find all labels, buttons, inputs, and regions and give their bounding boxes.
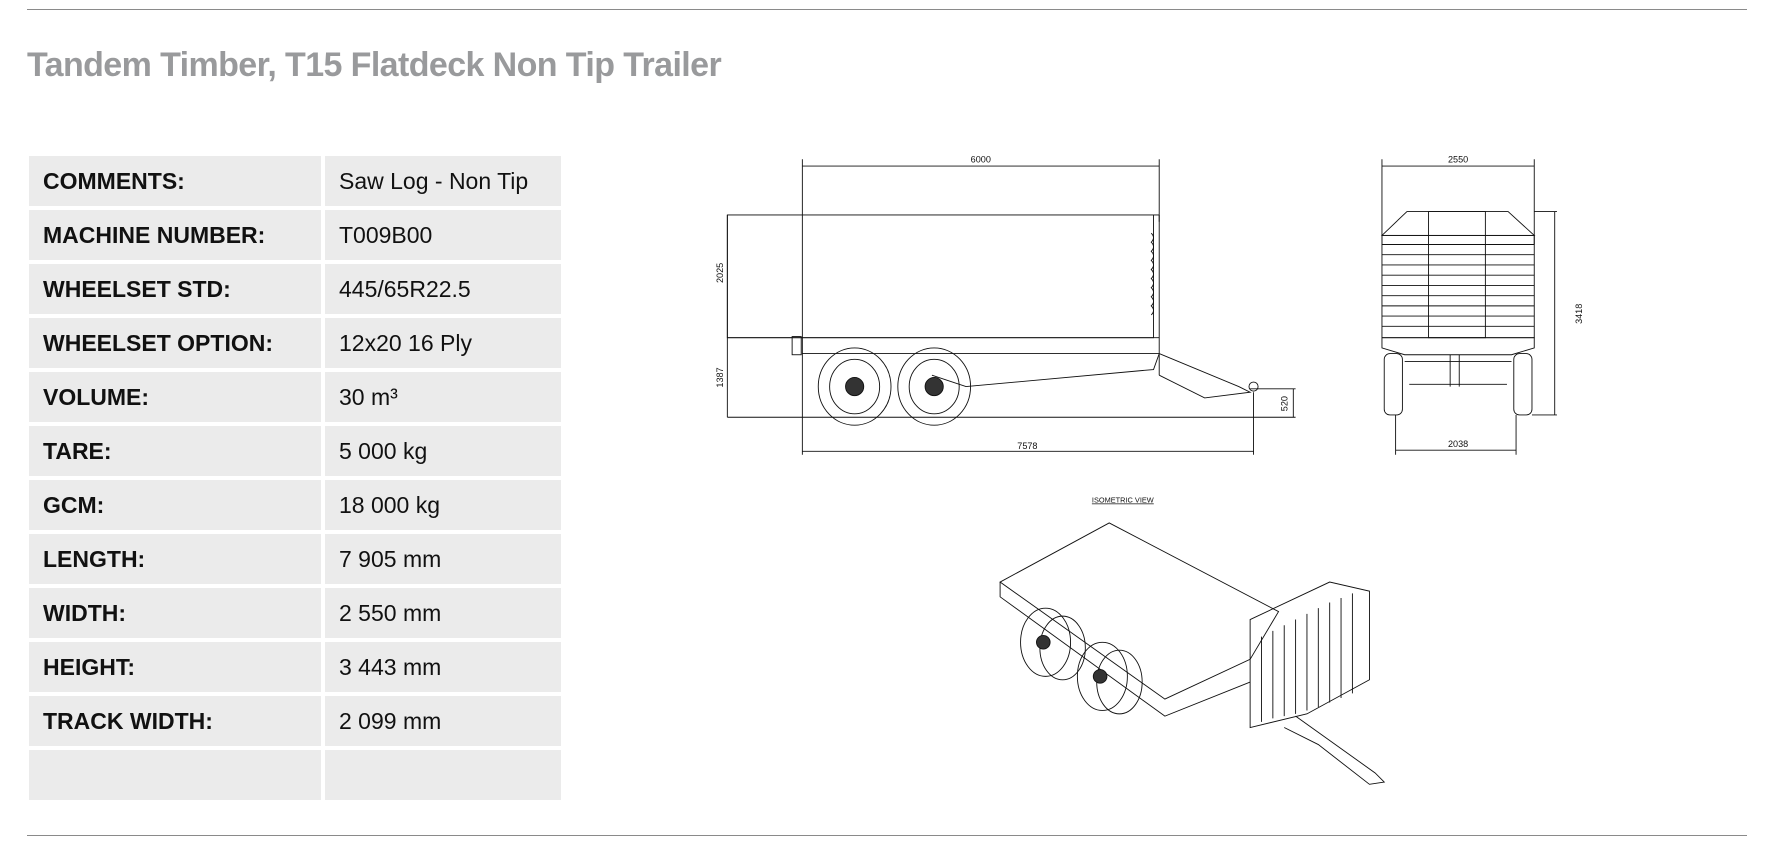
spec-row: VOLUME:30 m³ xyxy=(29,372,561,422)
bottom-divider xyxy=(27,835,1747,836)
spec-value: 5 000 kg xyxy=(325,426,561,476)
dim-rack-height: 2025 xyxy=(715,263,725,283)
isometric-view-drawing: ISOMETRIC VIEW xyxy=(999,495,1386,785)
dim-height: 3418 xyxy=(1574,304,1584,324)
spec-label: HEIGHT: xyxy=(29,642,321,692)
spec-value: T009B00 xyxy=(325,210,561,260)
spec-value: Saw Log - Non Tip xyxy=(325,156,561,206)
spec-row xyxy=(29,750,561,800)
spec-row: LENGTH:7 905 mm xyxy=(29,534,561,584)
spec-label: GCM: xyxy=(29,480,321,530)
dim-overall-length: 7578 xyxy=(1017,441,1037,451)
dim-hitch-height: 520 xyxy=(1280,396,1290,411)
spec-row: GCM:18 000 kg xyxy=(29,480,561,530)
spec-label: WHEELSET STD: xyxy=(29,264,321,314)
spec-label xyxy=(29,750,321,800)
dim-track: 2038 xyxy=(1448,439,1468,449)
spec-value: 2 099 mm xyxy=(325,696,561,746)
spec-row: TRACK WIDTH:2 099 mm xyxy=(29,696,561,746)
spec-value: 18 000 kg xyxy=(325,480,561,530)
spec-label: WHEELSET OPTION: xyxy=(29,318,321,368)
top-divider xyxy=(27,9,1747,10)
spec-row: WHEELSET STD:445/65R22.5 xyxy=(29,264,561,314)
side-wheel-front xyxy=(897,347,972,426)
spec-row: MACHINE NUMBER:T009B00 xyxy=(29,210,561,260)
page-title: Tandem Timber, T15 Flatdeck Non Tip Trai… xyxy=(27,46,722,84)
spec-label: MACHINE NUMBER: xyxy=(29,210,321,260)
side-wheel-rear xyxy=(817,347,892,426)
spec-value: 30 m³ xyxy=(325,372,561,422)
spec-label: WIDTH: xyxy=(29,588,321,638)
front-view-drawing: 2550 3418 2038 xyxy=(1380,155,1584,455)
spec-row: WHEELSET OPTION:12x20 16 Ply xyxy=(29,318,561,368)
spec-row: COMMENTS:Saw Log - Non Tip xyxy=(29,156,561,206)
iso-wheel-rear xyxy=(1020,607,1086,681)
spec-value: 3 443 mm xyxy=(325,642,561,692)
spec-row: HEIGHT:3 443 mm xyxy=(29,642,561,692)
spec-value xyxy=(325,750,561,800)
dim-deck-height: 1387 xyxy=(715,367,725,387)
spec-label: TRACK WIDTH: xyxy=(29,696,321,746)
spec-row: TARE:5 000 kg xyxy=(29,426,561,476)
spec-row: WIDTH:2 550 mm xyxy=(29,588,561,638)
spec-label: COMMENTS: xyxy=(29,156,321,206)
spec-label: LENGTH: xyxy=(29,534,321,584)
isometric-view-label: ISOMETRIC VIEW xyxy=(1092,495,1154,504)
spec-label: TARE: xyxy=(29,426,321,476)
dim-deck-length: 6000 xyxy=(971,155,991,165)
spec-value: 7 905 mm xyxy=(325,534,561,584)
iso-wheel-front xyxy=(1076,641,1143,715)
spec-label: VOLUME: xyxy=(29,372,321,422)
spec-value: 12x20 16 Ply xyxy=(325,318,561,368)
spec-value: 2 550 mm xyxy=(325,588,561,638)
dim-width: 2550 xyxy=(1448,155,1468,165)
spec-value: 445/65R22.5 xyxy=(325,264,561,314)
side-view-drawing: 6000 2025 1387 520 7578 xyxy=(715,155,1296,455)
